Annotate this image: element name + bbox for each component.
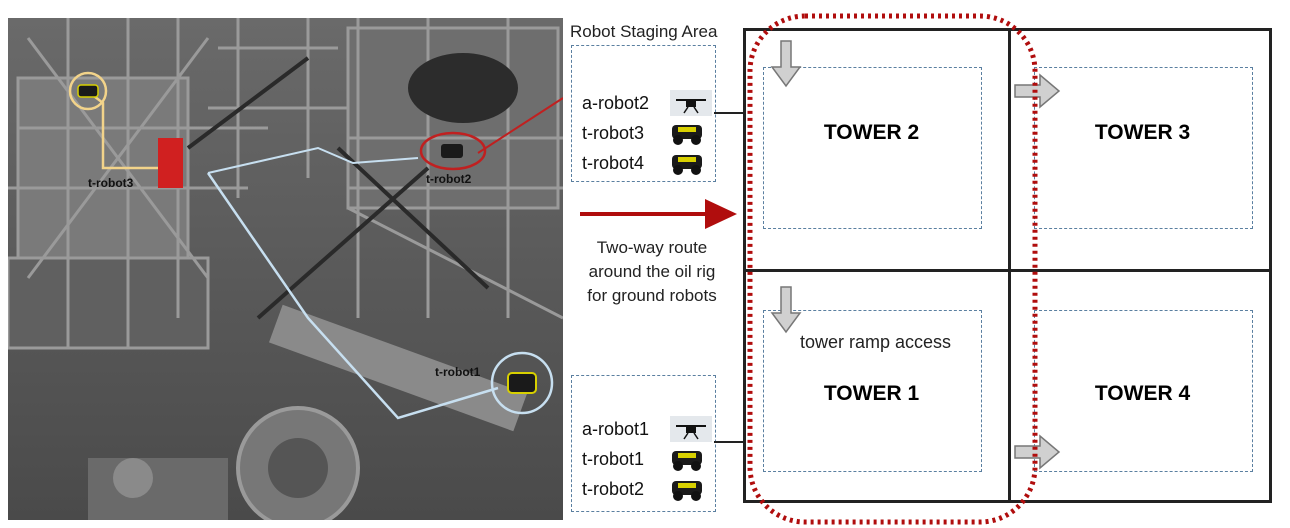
robot-name: a-robot2	[582, 92, 650, 113]
robot-name: t-robot4	[582, 152, 645, 173]
tank	[408, 53, 518, 123]
robot1-icon	[507, 372, 537, 394]
route-arrow-icon	[580, 199, 737, 229]
route-description: Two-way route around the oil rig for gro…	[587, 238, 717, 305]
staging-row: t-robot3	[582, 121, 704, 145]
simulation-view: t-robot3 t-robot2 t-robot1	[8, 18, 563, 520]
sim-label-t-robot1: t-robot1	[435, 365, 481, 379]
robot2-highlight	[419, 131, 487, 171]
robot-name: t-robot2	[582, 478, 645, 499]
oil-rig-scene	[8, 18, 563, 520]
robot-name: a-robot1	[582, 418, 650, 439]
staging-row: t-robot2	[582, 477, 704, 501]
staging-area-title: Robot Staging Area	[570, 22, 718, 41]
dark-beams	[186, 56, 490, 320]
robot1-highlight	[490, 351, 554, 415]
tower-3-area	[1034, 67, 1253, 229]
staging-box-top: a-robot2 t-robot3 t-robot4	[571, 45, 716, 182]
robot-name: t-robot1	[582, 448, 645, 469]
tower-2-label: TOWER 2	[823, 121, 920, 144]
tower-2-area	[763, 67, 982, 229]
grid-divider-horizontal	[746, 269, 1269, 272]
staging-box-bottom: a-robot1 t-robot1 t-robot2	[571, 375, 716, 512]
staging-row: t-robot4	[582, 151, 704, 175]
robot2-icon	[441, 144, 463, 158]
staging-row: a-robot1	[582, 416, 712, 442]
robot2-pointer	[477, 97, 563, 154]
grid-divider-vertical	[1008, 31, 1011, 500]
sim-label-t-robot3: t-robot3	[88, 176, 134, 190]
ground-robot-icon	[672, 451, 702, 471]
robot3-highlight	[68, 71, 108, 111]
drone-icon	[670, 416, 712, 442]
staging-row: a-robot2	[582, 90, 712, 116]
ground-robot-icon	[672, 125, 702, 145]
drone-icon	[670, 90, 712, 116]
ramp-access-label: tower ramp access	[800, 332, 952, 352]
ground-robot-icon	[672, 155, 702, 175]
ground-robot-icon	[672, 481, 702, 501]
tower-4-label: TOWER 4	[1094, 382, 1191, 405]
tower-3-label: TOWER 3	[1094, 121, 1191, 144]
red-figure	[158, 138, 183, 188]
robot3-icon	[77, 84, 99, 98]
tower-1-label: TOWER 1	[823, 382, 920, 405]
sim-label-t-robot2: t-robot2	[426, 172, 472, 186]
route-path	[206, 172, 499, 420]
robot-name: t-robot3	[582, 122, 645, 143]
staging-row: t-robot1	[582, 447, 704, 471]
route-path-upper	[207, 146, 419, 174]
